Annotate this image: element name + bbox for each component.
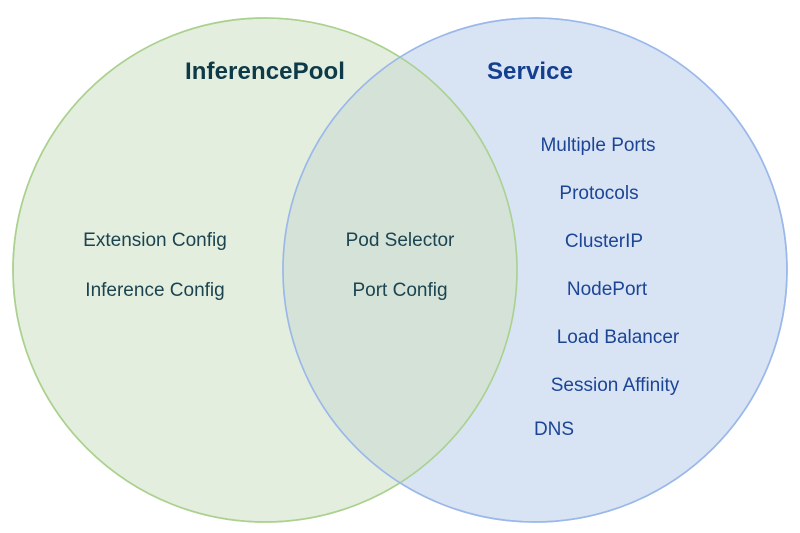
intersection-shape — [283, 18, 517, 522]
right-item-clusterip: ClusterIP — [564, 231, 644, 252]
left-item-extension-config: Extension Config — [83, 230, 227, 251]
left-item-inference-config: Inference Config — [85, 280, 225, 301]
right-item-dns: DNS — [533, 419, 575, 440]
left-circle-title: InferencePool — [184, 58, 346, 85]
left-circle-outline — [12, 17, 518, 523]
right-item-multiple-ports: Multiple Ports — [540, 135, 656, 156]
intersection-item-pod-selector: Pod Selector — [345, 230, 455, 251]
right-circle-title: Service — [486, 58, 574, 85]
right-item-session-affinity: Session Affinity — [550, 375, 680, 396]
right-item-protocols: Protocols — [559, 183, 639, 204]
right-item-nodeport: NodePort — [566, 279, 648, 300]
intersection-item-port-config: Port Config — [352, 280, 448, 301]
right-item-load-balancer: Load Balancer — [556, 327, 680, 348]
right-circle-outline — [282, 17, 788, 523]
